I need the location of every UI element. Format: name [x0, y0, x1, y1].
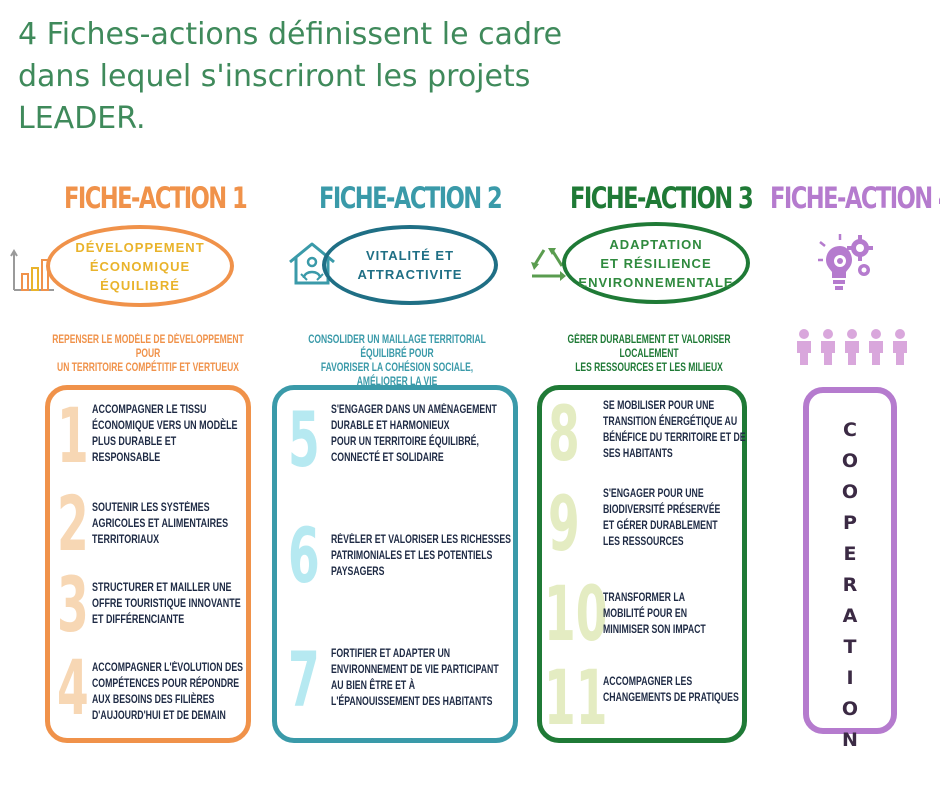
cooperation-letter: C	[843, 419, 857, 441]
measure-number: 3	[57, 560, 89, 649]
fiche-action-1-subtitle: REPENSER LE MODÈLE DE DÉVELOPPEMENT POUR…	[52, 334, 244, 374]
measure-number: 2	[57, 479, 89, 568]
measure-text: Accompagner l'évolution des compétences …	[92, 662, 243, 722]
measure-text: Transformer la mobilité pour en minimise…	[603, 592, 706, 636]
cooperation-letter: O	[841, 481, 859, 503]
measure-number: 4	[57, 643, 89, 732]
measure-number: 7	[288, 635, 320, 724]
group-people-icon	[797, 329, 907, 365]
measure-number: 5	[288, 395, 320, 484]
fiche-action-3-subtitle: GÉRER DURABLEMENT ET VALORISER LOCALEMEN…	[567, 334, 731, 374]
fiche-action-2-card	[272, 385, 518, 743]
fiche-action-1-theme-text: DÉVELOPPEMENT ÉCONOMIQUE ÉQUILIBRÉ	[75, 239, 205, 293]
fiche-action-1-card	[45, 385, 251, 743]
measure-text: Accompagner les changements de pratiques	[603, 676, 739, 704]
measure-number: 8	[548, 389, 580, 478]
cooperation-letter: O	[841, 698, 859, 720]
fiche-action-2-title: FICHE-ACTION 2	[319, 181, 503, 215]
headline: 4 Fiches-actions définissent le cadre da…	[18, 17, 563, 136]
measure-text: S'engager dans un aménagement durable et…	[331, 404, 497, 464]
measure-number: 9	[548, 479, 580, 568]
measure-number: 1	[57, 391, 89, 480]
fiche-action-3-theme: ADAPTATION ET RÉSILIENCE ENVIRONNEMENTAL…	[562, 222, 750, 304]
fiche-action-3-card	[537, 385, 747, 743]
cooperation-letter: E	[843, 543, 857, 565]
measure-number: 11	[544, 653, 608, 742]
measure-text: Accompagner le tissu économique vers un …	[92, 404, 238, 464]
fiche-action-4-title: FICHE-ACTION 4	[770, 181, 940, 215]
recycle-icon	[531, 248, 566, 281]
measure-text: Soutenir les systèmes agricoles et alime…	[92, 502, 229, 546]
fiche-action-2-theme-text: VITALITÉ ET ATTRACTIVITE	[357, 248, 463, 282]
fiche-action-2-theme: VITALITÉ ET ATTRACTIVITE	[322, 225, 498, 305]
measure-text: Se mobiliser pour une transition énergét…	[603, 400, 746, 460]
fiche-action-1-theme: DÉVELOPPEMENT ÉCONOMIQUE ÉQUILIBRÉ	[46, 225, 234, 307]
measure-text: Révéler et valoriser les richesses patri…	[331, 534, 512, 578]
cooperation-letter: A	[842, 605, 858, 627]
measure-text: Structurer et mailler une offre touristi…	[92, 582, 241, 626]
measure-text: Fortifier et adapter un environnement de…	[331, 648, 499, 708]
cooperation-letter: O	[841, 450, 859, 472]
cooperation-letter: R	[842, 574, 858, 596]
cooperation-letter: I	[846, 667, 854, 689]
measure-number: 6	[288, 511, 320, 600]
fiche-action-3-title: FICHE-ACTION 3	[570, 181, 754, 215]
cooperation-letter: P	[843, 512, 857, 534]
fiche-action-1-title: FICHE-ACTION 1	[64, 181, 248, 215]
measure-text: S'engager pour une biodiversité préservé…	[603, 488, 721, 548]
lightbulb-gears-icon	[818, 234, 873, 290]
cooperation-letter: T	[843, 636, 857, 658]
cooperation-letter: N	[842, 729, 858, 751]
measure-number: 10	[544, 569, 608, 658]
fiche-action-3-theme-text: ADAPTATION ET RÉSILIENCE ENVIRONNEMENTAL…	[578, 236, 734, 290]
